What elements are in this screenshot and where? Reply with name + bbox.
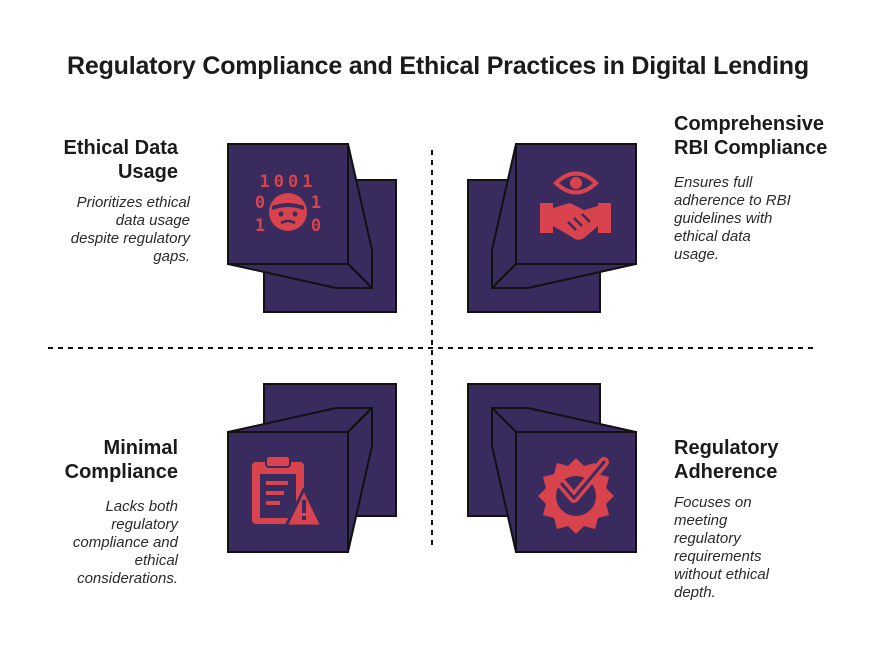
box-bottom-right: [467, 383, 637, 553]
box-top-left: [227, 143, 397, 313]
heading-comprehensive-rbi-compliance: Comprehensive RBI Compliance: [674, 113, 828, 159]
badge-check-icon: [538, 457, 614, 534]
clipboard-warning-icon: [252, 455, 324, 528]
svg-text:0: 0: [311, 216, 321, 236]
heading-ethical-data-usage: Ethical Data Usage: [63, 137, 178, 183]
description-ethical-data-usage: Prioritizes ethical data usage despite r…: [70, 194, 190, 265]
binary-face-icon: 1001 0 1 1 0: [255, 172, 321, 236]
heading-regulatory-adherence: Regulatory Adherence: [674, 437, 779, 483]
svg-text:1: 1: [311, 193, 321, 213]
description-comprehensive-rbi-compliance: Ensures full adherence to RBI guidelines…: [674, 174, 791, 263]
svg-text:0: 0: [255, 193, 265, 213]
description-minimal-compliance: Lacks both regulatory compliance and eth…: [72, 498, 178, 587]
description-regulatory-adherence: Focuses on meeting regulatory requiremen…: [674, 494, 770, 601]
box-top-right: [467, 143, 637, 313]
eye-handshake-icon: [540, 171, 611, 240]
svg-text:1001: 1001: [260, 172, 317, 192]
heading-minimal-compliance: Minimal Compliance: [64, 437, 178, 483]
svg-text:1: 1: [255, 216, 265, 236]
page-title: Regulatory Compliance and Ethical Practi…: [67, 52, 809, 80]
